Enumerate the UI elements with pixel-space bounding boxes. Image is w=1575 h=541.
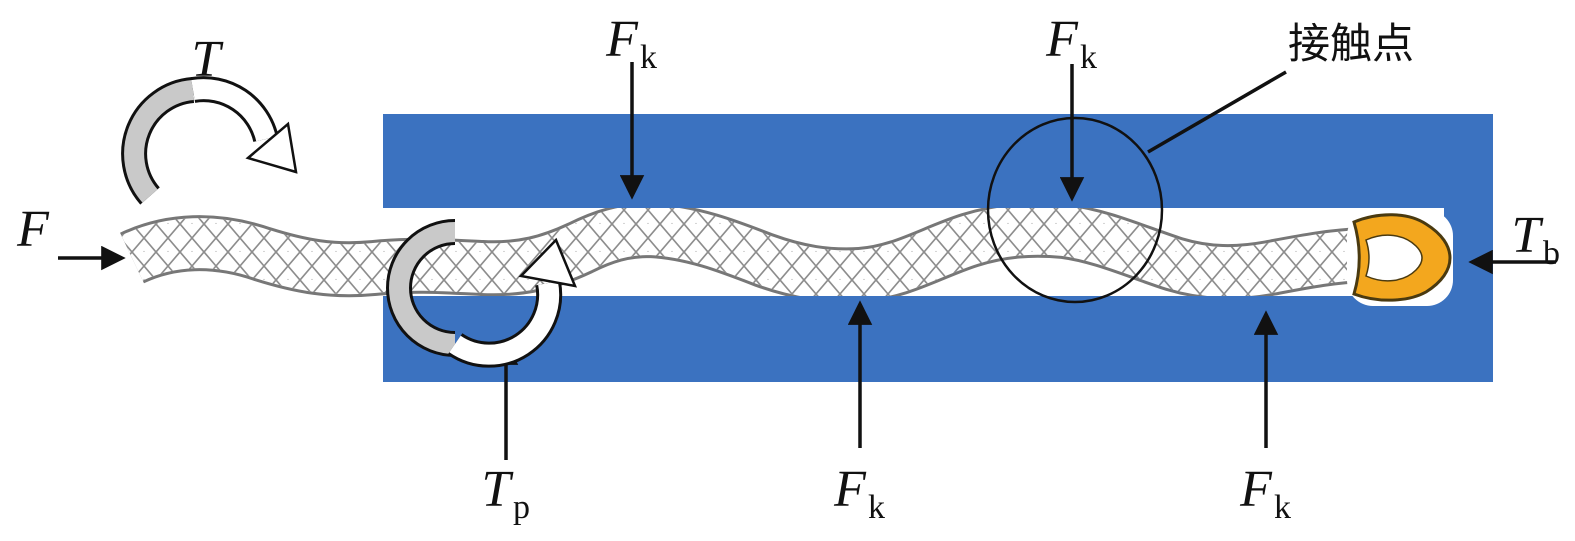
labels: T F F k F k F k F k T p T b 接触点 xyxy=(16,11,1560,526)
top-wall xyxy=(383,114,1493,208)
guidewire xyxy=(132,230,1424,276)
channel-walls xyxy=(383,114,1493,382)
label-contact-force-top-right: F xyxy=(1045,11,1079,68)
label-contact-force-bottom-middle-sub: k xyxy=(868,489,885,526)
catheter-tip xyxy=(1347,210,1453,306)
contact-point-leader-line xyxy=(1147,70,1287,154)
label-axial-force: F xyxy=(16,201,50,258)
label-contact-force-top-right-sub: k xyxy=(1080,39,1097,76)
label-proximal-torque-sub: p xyxy=(513,489,530,526)
label-contact-force-bottom-right: F xyxy=(1239,461,1273,518)
label-tip-torque-sub: b xyxy=(1543,235,1560,272)
label-contact-force-top-left-sub: k xyxy=(640,39,657,76)
torque-symbol-T xyxy=(121,76,298,205)
label-contact-force-bottom-right-sub: k xyxy=(1274,489,1291,526)
label-applied-torque: T xyxy=(192,31,224,88)
torque-T-band xyxy=(124,80,195,203)
label-contact-force-bottom-middle: F xyxy=(833,461,867,518)
bottom-wall xyxy=(383,296,1493,382)
torque-symbol-Tp xyxy=(386,219,578,368)
label-contact-point: 接触点 xyxy=(1288,19,1414,68)
torque-Tp-arrow-body xyxy=(449,281,560,365)
label-tip-torque: T xyxy=(1512,207,1544,264)
torque-Tp-arrowhead xyxy=(518,237,578,288)
tip-inner xyxy=(1365,234,1423,282)
torque-T-arrow-body xyxy=(191,79,276,142)
torque-Tp-band xyxy=(389,222,456,354)
label-proximal-torque: T xyxy=(482,461,514,518)
contact-point-circle xyxy=(986,116,1164,304)
label-contact-force-top-left: F xyxy=(605,11,639,68)
torque-T-arrowhead xyxy=(245,121,298,174)
